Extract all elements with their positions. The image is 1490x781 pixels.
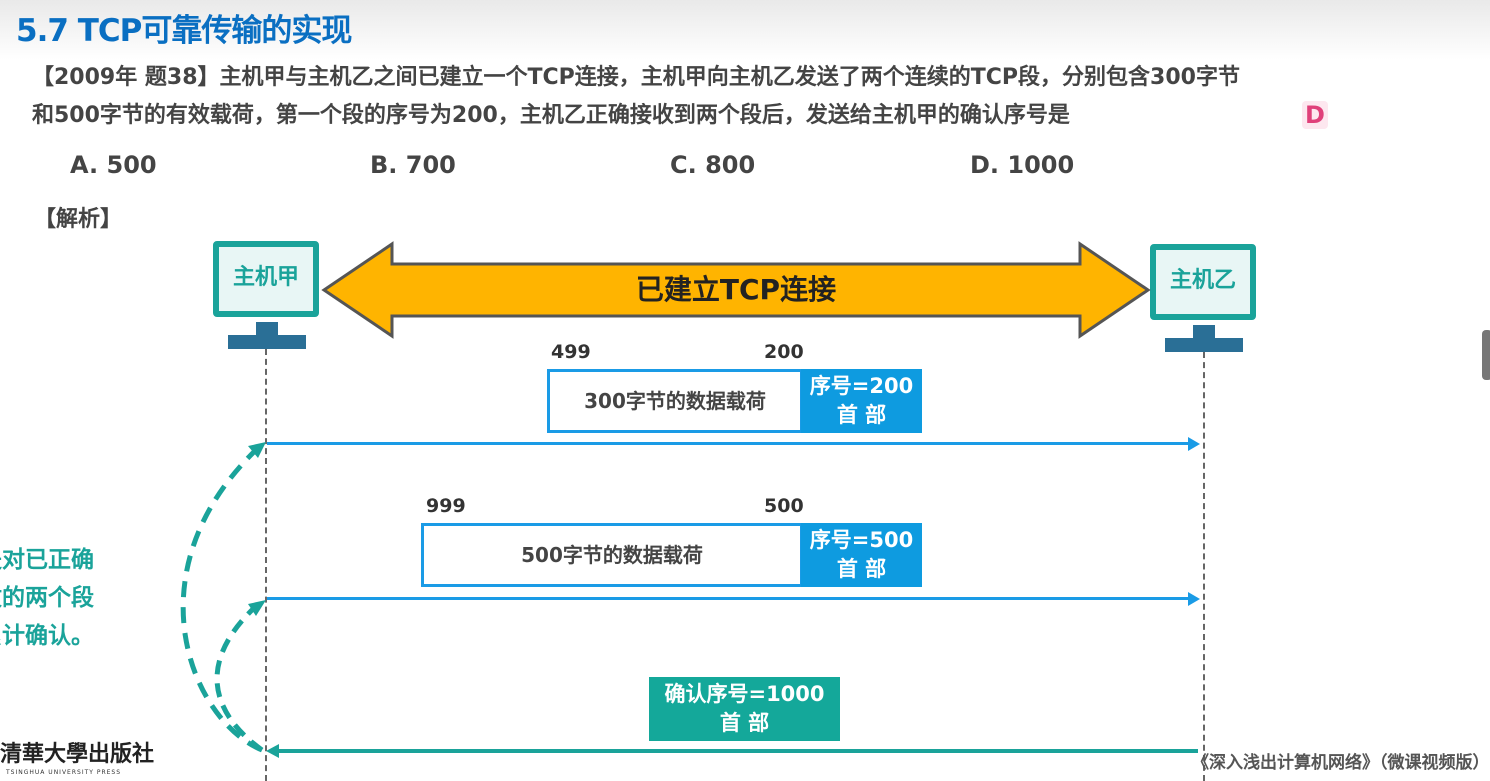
book-title: 《深入浅出计算机网络》（微课视频版） bbox=[1192, 753, 1490, 773]
seg1-seq: 序号=200 bbox=[809, 374, 914, 398]
seg2-payload: 500字节的数据载荷 bbox=[421, 523, 803, 587]
header-band bbox=[0, 0, 1490, 60]
host-a: 主机甲 bbox=[213, 241, 319, 317]
cumulative-ack-curves bbox=[180, 442, 266, 753]
host-b: 主机乙 bbox=[1150, 244, 1256, 320]
publisher-logo: 清華大學出版社 bbox=[0, 741, 155, 767]
host-b-base bbox=[1165, 338, 1243, 352]
ack-header-label: 首 部 bbox=[719, 711, 770, 735]
seg1-arrowhead-icon bbox=[1188, 437, 1200, 451]
seg2-header: 序号=500 首 部 bbox=[801, 523, 922, 587]
option-a: A. 500 bbox=[70, 151, 157, 179]
seg1-end-seq: 499 bbox=[551, 341, 591, 363]
host-a-stand bbox=[256, 322, 278, 336]
note-line-2: 接收的两个段 bbox=[0, 585, 94, 611]
seg2-start-seq: 500 bbox=[764, 495, 804, 517]
seg1-payload: 300字节的数据载荷 bbox=[547, 369, 803, 433]
cumulative-ack-note: 这是对已正确 接收的两个段 的累计确认。 bbox=[0, 541, 146, 655]
option-c: C. 800 bbox=[670, 151, 756, 179]
seg2-arrow bbox=[267, 597, 1191, 600]
connection-arrow bbox=[321, 241, 1151, 339]
ack-arrowhead-icon bbox=[266, 744, 279, 758]
seg2-end-seq: 999 bbox=[426, 495, 466, 517]
seg1-header-label: 首 部 bbox=[836, 403, 887, 427]
answer-badge: D bbox=[1302, 101, 1328, 129]
note-line-3: 的累计确认。 bbox=[0, 623, 94, 649]
host-a-timeline bbox=[265, 349, 267, 781]
option-d: D. 1000 bbox=[970, 151, 1075, 179]
page-title: 5.7 TCP可靠传输的实现 bbox=[16, 13, 352, 49]
analysis-label: 【解析】 bbox=[34, 207, 123, 232]
side-scroll-handle[interactable] bbox=[1482, 330, 1490, 380]
host-a-base bbox=[228, 335, 306, 349]
ack-arrow bbox=[278, 749, 1198, 753]
note-line-1: 这是对已正确 bbox=[0, 547, 94, 573]
connection-label: 已建立TCP连接 bbox=[635, 273, 837, 306]
seg2-arrowhead-icon bbox=[1188, 592, 1200, 606]
seg2-header-label: 首 部 bbox=[836, 557, 887, 581]
ack-header: 确认序号=1000 首 部 bbox=[649, 677, 840, 741]
ack-seq: 确认序号=1000 bbox=[664, 682, 825, 706]
question-line-2: 和500字节的有效载荷，第一个段的序号为200，主机乙正确接收到两个段后，发送给… bbox=[32, 103, 1070, 128]
publisher-logo-en: TSINGHUA UNIVERSITY PRESS bbox=[6, 769, 122, 776]
option-b: B. 700 bbox=[370, 151, 456, 179]
host-b-stand bbox=[1193, 325, 1215, 339]
seg1-arrow bbox=[267, 442, 1191, 445]
question-line-1: 【2009年 题38】主机甲与主机乙之间已建立一个TCP连接，主机甲向主机乙发送… bbox=[32, 65, 1240, 90]
seg1-header: 序号=200 首 部 bbox=[801, 369, 922, 433]
seg2-seq: 序号=500 bbox=[809, 528, 914, 552]
seg1-start-seq: 200 bbox=[764, 341, 804, 363]
host-b-timeline bbox=[1203, 352, 1205, 781]
